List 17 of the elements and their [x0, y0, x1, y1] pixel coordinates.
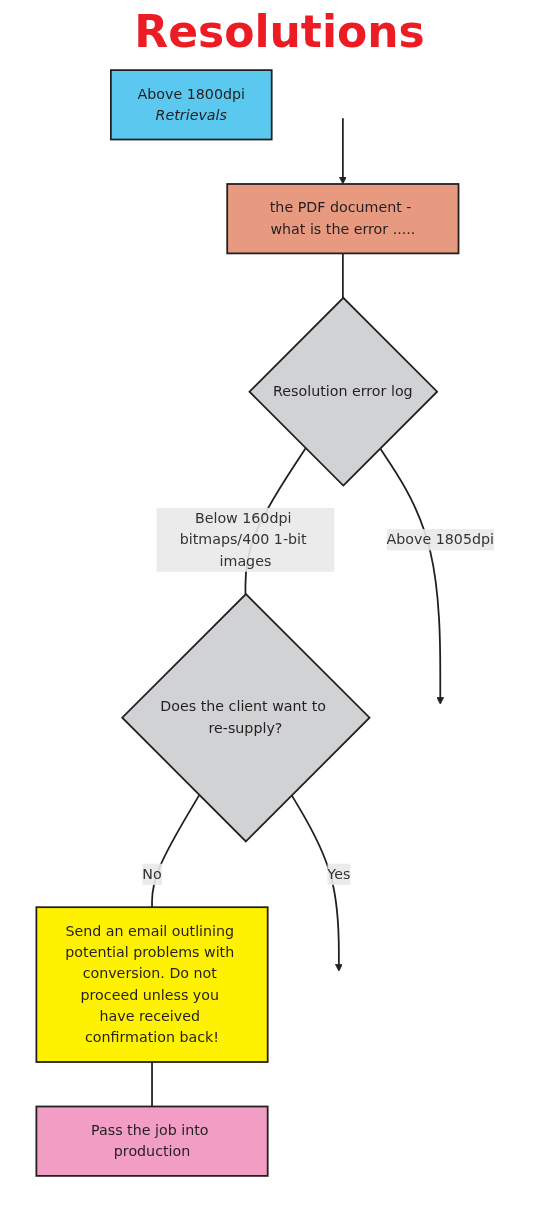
edge-label: No — [142, 865, 162, 883]
edge-label: Yes — [327, 865, 351, 883]
connector — [151, 794, 201, 909]
node-diamond: Resolution error log — [248, 296, 439, 487]
arrow — [338, 117, 347, 185]
node-box: Send an email outlining potential problems with conversion. Do not proceed unless you have received confirmation back! — [35, 906, 269, 1063]
node-box: the PDF document - what is the error ..... — [226, 183, 460, 255]
diagram-title: Resolutions — [133, 6, 426, 57]
node-box: Above 1800dpi Retrievals — [110, 69, 273, 141]
arrow — [379, 447, 445, 705]
edge-label: Above 1805dpi — [386, 530, 494, 548]
node-box: Pass the job into production — [35, 1105, 269, 1177]
connector — [151, 1061, 153, 1108]
edge-label: Below 160dpi bitmaps/400 1-bit images — [179, 509, 307, 570]
connector — [341, 252, 344, 299]
arrow — [290, 794, 343, 972]
node-diamond: Does the client want to re-supply? — [120, 592, 371, 843]
